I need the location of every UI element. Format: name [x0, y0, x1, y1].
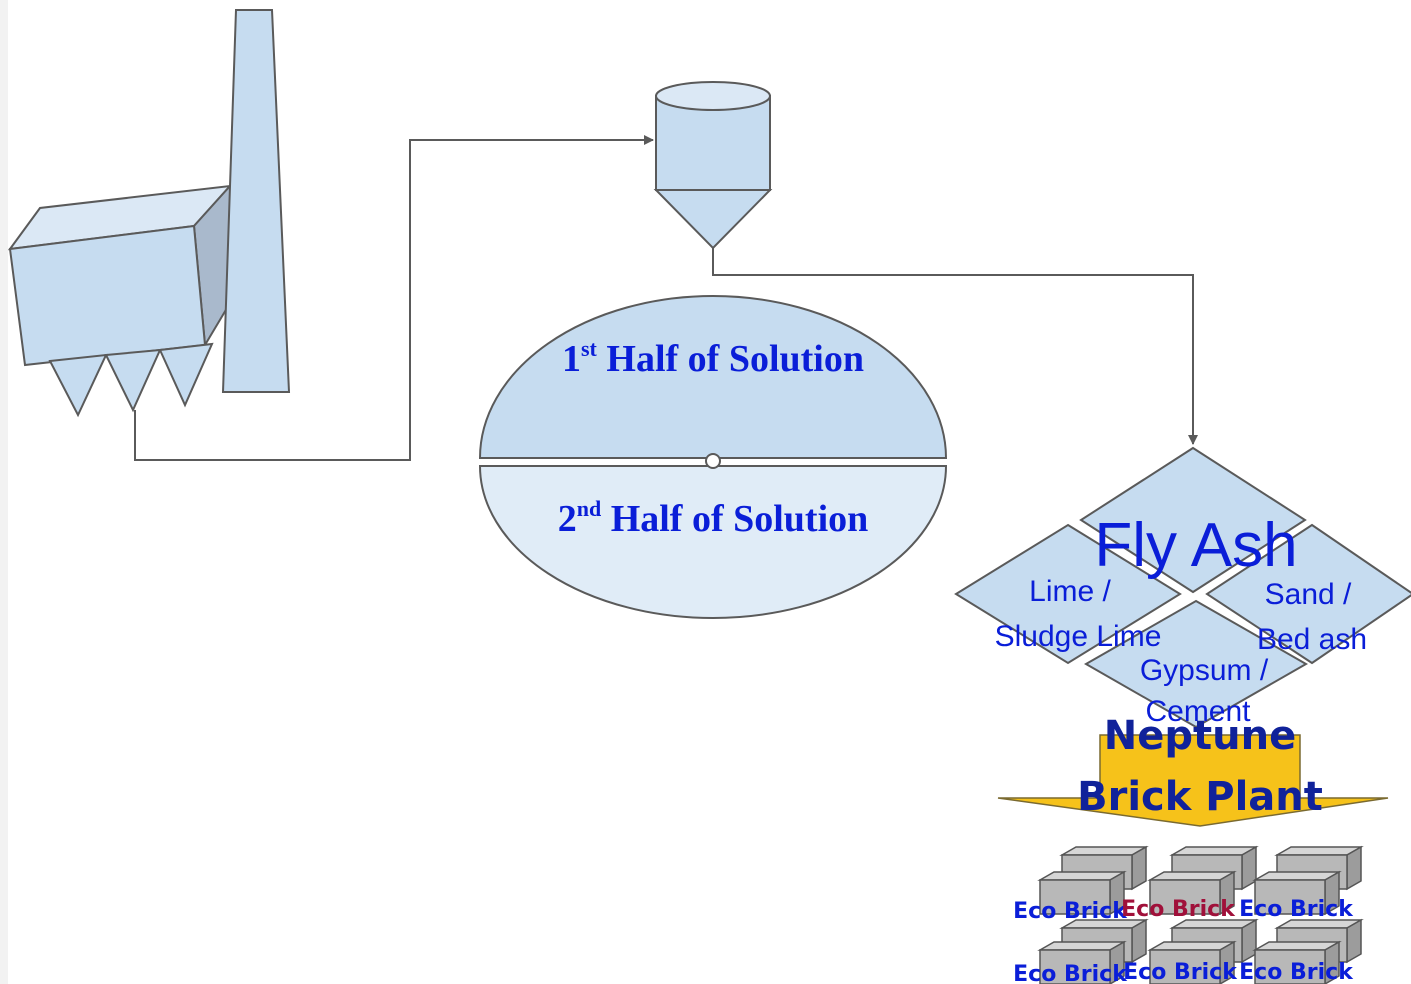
hopper-icon [48, 353, 108, 418]
fly-ash-diamond [1079, 446, 1307, 594]
solution-ellipse [478, 295, 948, 619]
lime-diamond [954, 523, 1182, 665]
gypsum-label-line1: Gypsum / [1140, 654, 1269, 687]
gypsum-diamond [1083, 599, 1309, 729]
plant-label-line2: Brick Plant [1077, 774, 1323, 820]
fly-ash-label: Fly Ash [1094, 511, 1297, 580]
eco-brick-label: Eco Brick [1013, 899, 1128, 924]
second-half-shape [478, 465, 948, 619]
lime-label-line2: Sludge Lime [995, 620, 1162, 653]
sand-label-line2: Bed ash [1257, 623, 1367, 656]
eco-brick-front [1147, 870, 1237, 916]
eco-brick-label: Eco Brick [1013, 962, 1128, 984]
second-half-label: 2nd Half of Solution [558, 496, 869, 540]
eco-brick-label: Eco Brick [1121, 897, 1236, 922]
lime-label-line1: Lime / [1029, 575, 1111, 608]
eco-brick-front [1037, 870, 1127, 916]
eco-brick-front [1252, 870, 1342, 916]
silo-icon [653, 81, 773, 250]
ingredient-diamonds [954, 446, 1411, 729]
gypsum-label-line2: Cement [1145, 695, 1251, 728]
first-half-shape [478, 295, 948, 459]
plant-label-line1: Neptune [1104, 713, 1296, 759]
eco-brick-label: Eco Brick [1239, 960, 1354, 984]
eco-brick-front [1147, 940, 1237, 984]
chimney-icon [221, 9, 291, 393]
factory-icon [7, 183, 233, 418]
eco-brick-label: Eco Brick [1239, 897, 1354, 922]
left-margin-strip [0, 0, 8, 984]
first-half-label: 1st Half of Solution [562, 336, 864, 380]
eco-brick-front [1037, 940, 1127, 984]
eco-brick-label: Eco Brick [1123, 960, 1238, 984]
eco-brick-front [1252, 940, 1342, 984]
connector-silo-to-fly-ash [712, 248, 1198, 445]
brick-plant-arrow [997, 734, 1389, 827]
joint-circle [705, 453, 721, 469]
connector-factory-to-silo [134, 135, 654, 461]
sand-diamond [1205, 523, 1411, 665]
sand-label-line1: Sand / [1265, 578, 1352, 611]
